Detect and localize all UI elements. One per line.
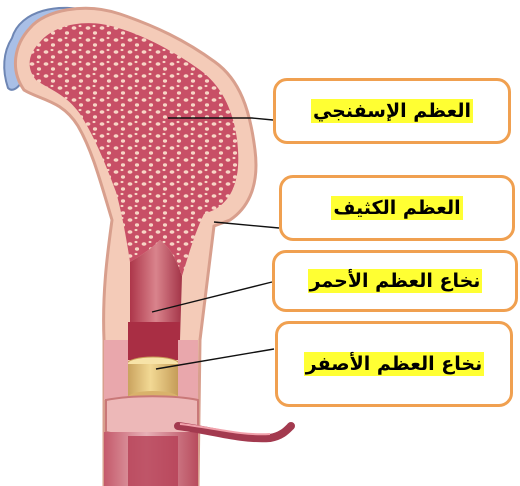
spongy-bone-label: العظم الإسفنجي [311,99,473,123]
compact-bone-label: العظم الكثيف [331,196,462,220]
spongy-bone-label-box: العظم الإسفنجي [273,78,511,144]
red-marrow-band [128,322,180,360]
yellow-marrow-label-box: نخاع العظم الأصفر [275,321,513,407]
marrow-lower-core [128,436,178,486]
red-marrow-label: نخاع العظم الأحمر [308,269,483,293]
compact-bone-left [104,340,128,400]
compact-bone-right [178,340,198,400]
red-marrow-label-box: نخاع العظم الأحمر [272,250,518,312]
compact-bone-label-box: العظم الكثيف [279,175,515,241]
leader-line-compact [214,222,279,228]
yellow-marrow-label: نخاع العظم الأصفر [304,352,484,376]
